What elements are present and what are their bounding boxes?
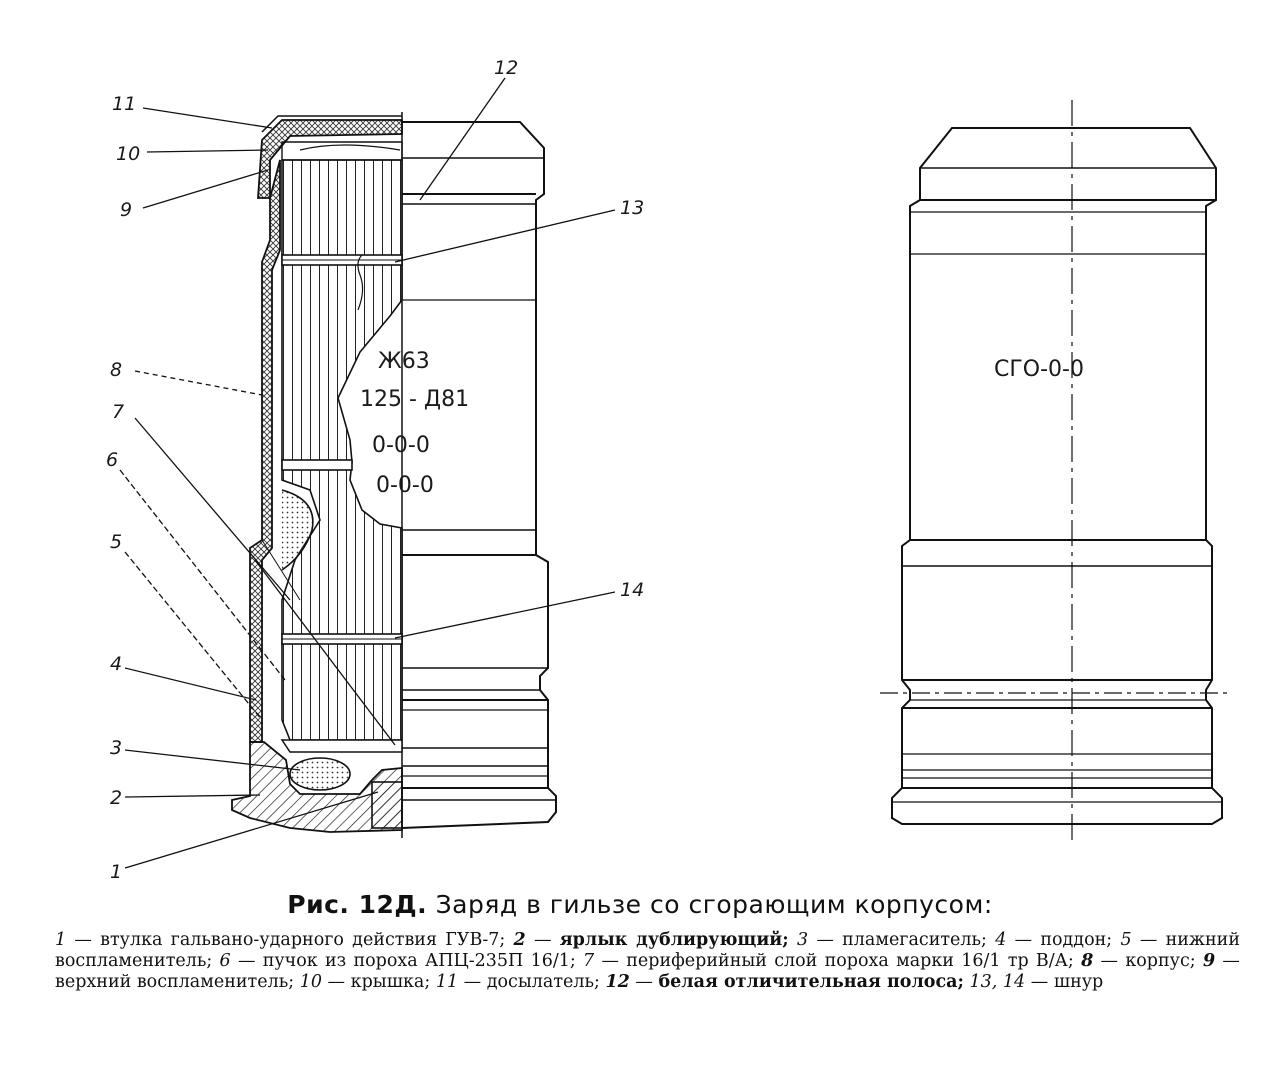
callout-labels: 11 10 9 8 7 6 5 4 3 2 1 12 13 14: [106, 57, 644, 883]
caption-prefix: Рис. 12Д.: [287, 890, 428, 919]
left-outer-profile: [401, 121, 557, 829]
marking-line-2: 125 - Д81: [360, 387, 469, 412]
callout-3: 3: [110, 737, 122, 759]
legend-item: 7 — периферийный слой пороха марки 16/1 …: [583, 951, 1074, 971]
legend-item: 10 — крышка;: [299, 972, 431, 992]
legend-item: 4 — поддон;: [995, 930, 1113, 950]
charge-diagram: 11 10 9 8 7 6 5 4 3 2 1 12 13 14 Ж63 125…: [106, 57, 1230, 883]
peripheral-layer: [281, 489, 314, 571]
callout-9: 9: [120, 199, 132, 221]
left-markings: Ж63 125 - Д81 0-0-0 0-0-0: [360, 349, 469, 498]
legend-item: 6 — пучок из пороха АПЦ-235П 16/1;: [219, 951, 576, 971]
callout-11: 11: [112, 93, 136, 115]
caption-text: Заряд в гильзе со сгорающим корпусом:: [435, 890, 993, 919]
legend-item: 8 — корпус;: [1081, 951, 1196, 971]
callout-1: 1: [110, 861, 122, 883]
legend-item: 5 — нижний воспламенитель;: [55, 930, 1240, 971]
lower-igniter: [280, 739, 403, 753]
callout-13: 13: [620, 197, 644, 219]
callout-5: 5: [110, 531, 122, 553]
callout-10: 10: [116, 143, 140, 165]
legend-item: 3 — пламегаситель;: [797, 930, 987, 950]
callout-2: 2: [110, 787, 122, 809]
callout-14: 14: [620, 579, 644, 601]
legend-item: 2 — ярлык дублирующий;: [513, 930, 789, 950]
callout-12: 12: [494, 57, 518, 79]
right-marking: СГО-0-0: [994, 357, 1084, 382]
legend: 1 — втулка гальвано-ударного действия ГУ…: [55, 930, 1240, 993]
legend-item: 9 — верхний воспламенитель;: [55, 951, 1240, 992]
flash-suppressor: [289, 757, 351, 791]
primer-sleeve: [371, 781, 403, 829]
legend-item: 1 — втулка гальвано-ударного действия ГУ…: [55, 930, 506, 950]
legend-item: 13, 14 — шнур: [969, 972, 1104, 992]
callout-8: 8: [110, 359, 122, 381]
marking-line-4: 0-0-0: [376, 473, 434, 498]
pallet: [231, 741, 403, 833]
legend-item: 11 — досылатель;: [435, 972, 600, 992]
right-outer-profile: [891, 127, 1223, 825]
right-cartridge-view: [880, 100, 1230, 840]
cover-cap: [257, 119, 403, 199]
cord-mid: [281, 459, 353, 471]
upper-igniter: [281, 141, 403, 161]
left-cartridge-section: [231, 112, 557, 838]
legend-item: 12 — белая отличительная полоса;: [605, 972, 964, 992]
leader-lines: [119, 77, 616, 869]
callout-6: 6: [106, 449, 118, 471]
marking-line-3: 0-0-0: [372, 433, 430, 458]
callout-4: 4: [110, 653, 122, 675]
marking-line-1: Ж63: [378, 349, 430, 374]
callout-7: 7: [112, 401, 124, 423]
caption-title: Рис. 12Д. Заряд в гильзе со сгорающим ко…: [0, 890, 1280, 919]
